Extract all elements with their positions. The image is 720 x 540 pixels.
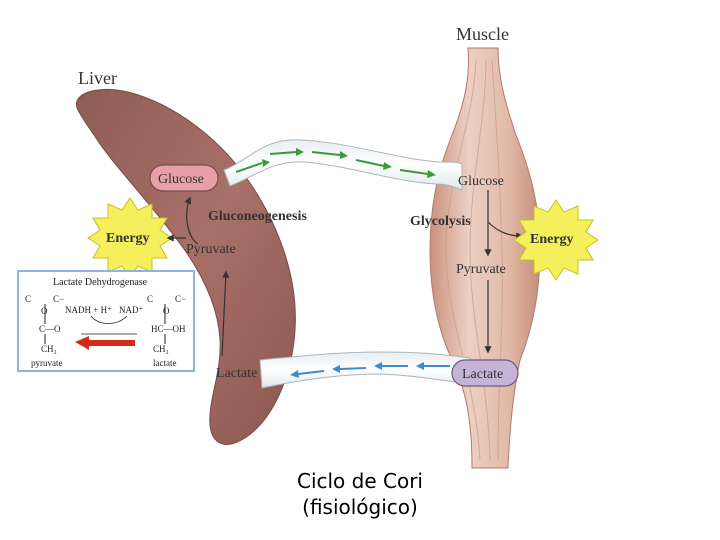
caption-line-1: Ciclo de Cori bbox=[296, 469, 423, 493]
caption-line-2: (fisiológico) bbox=[302, 495, 418, 519]
inset-cofactor-arc bbox=[90, 315, 128, 324]
lactate-transport-tube bbox=[259, 351, 471, 389]
ldh-reaction-diagram: Lactate Dehydrogenase C C− O C—O CH₃ pyr… bbox=[25, 277, 186, 368]
inset-red-arrow bbox=[75, 336, 135, 350]
blue-arrowheads bbox=[290, 362, 424, 378]
muscle-glucose-label: Glucose bbox=[458, 174, 504, 189]
muscle-label: Muscle bbox=[456, 24, 509, 44]
inset-ch3-left: CH₃ bbox=[41, 344, 57, 354]
liver-glucose-label: Glucose bbox=[158, 172, 204, 187]
inset-pyruvate: pyruvate bbox=[31, 358, 63, 368]
liver-lactate-label: Lactate bbox=[216, 366, 257, 381]
muscle-lactate-label: Lactate bbox=[462, 367, 503, 382]
inset-c-o: C—O bbox=[39, 324, 61, 334]
gluconeogenesis-label: Gluconeogenesis bbox=[208, 209, 307, 224]
inset-nad: NAD⁺ bbox=[119, 305, 143, 315]
inset-lactate: lactate bbox=[153, 358, 176, 368]
liver-glucose-pill bbox=[149, 164, 219, 192]
liver-label: Liver bbox=[78, 68, 117, 88]
energy-right-label: Energy bbox=[530, 232, 574, 247]
inset-c-minus-right: C− bbox=[175, 294, 186, 304]
liver-pyruvate-to-glucose-arrow bbox=[184, 196, 199, 245]
inset-hc-oh: HC—OH bbox=[151, 324, 186, 334]
inset-nadh: NADH + H⁺ bbox=[65, 305, 112, 315]
green-arrowheads bbox=[262, 148, 436, 178]
energy-left-label: Energy bbox=[106, 231, 150, 246]
energy-burst-right bbox=[513, 199, 599, 281]
glycolysis-label: Glycolysis bbox=[410, 214, 471, 229]
muscle-pyruvate-label: Pyruvate bbox=[456, 262, 506, 277]
inset-o-right: O bbox=[163, 306, 170, 316]
inset-title: Lactate Dehydrogenase bbox=[53, 277, 148, 288]
muscle-fibers bbox=[445, 59, 503, 461]
diagram-caption: Ciclo de Cori (fisiológico) bbox=[250, 468, 470, 520]
green-flow-arrows bbox=[235, 151, 429, 175]
muscle-lactate-pill bbox=[451, 359, 519, 387]
inset-ch3-right: CH₃ bbox=[153, 344, 169, 354]
inset-c-minus-left: C− bbox=[53, 294, 64, 304]
liver-lactate-to-pyruvate-arrow bbox=[221, 270, 230, 357]
blue-flow-arrows bbox=[297, 365, 450, 375]
inset-c-right: C bbox=[147, 294, 153, 304]
inset-c-left: C bbox=[25, 294, 31, 304]
lactate-dehydrogenase-inset: Lactate Dehydrogenase C C− O C—O CH₃ pyr… bbox=[17, 270, 195, 372]
liver-pyruvate-label: Pyruvate bbox=[186, 242, 236, 257]
glucose-transport-tube bbox=[223, 139, 463, 191]
